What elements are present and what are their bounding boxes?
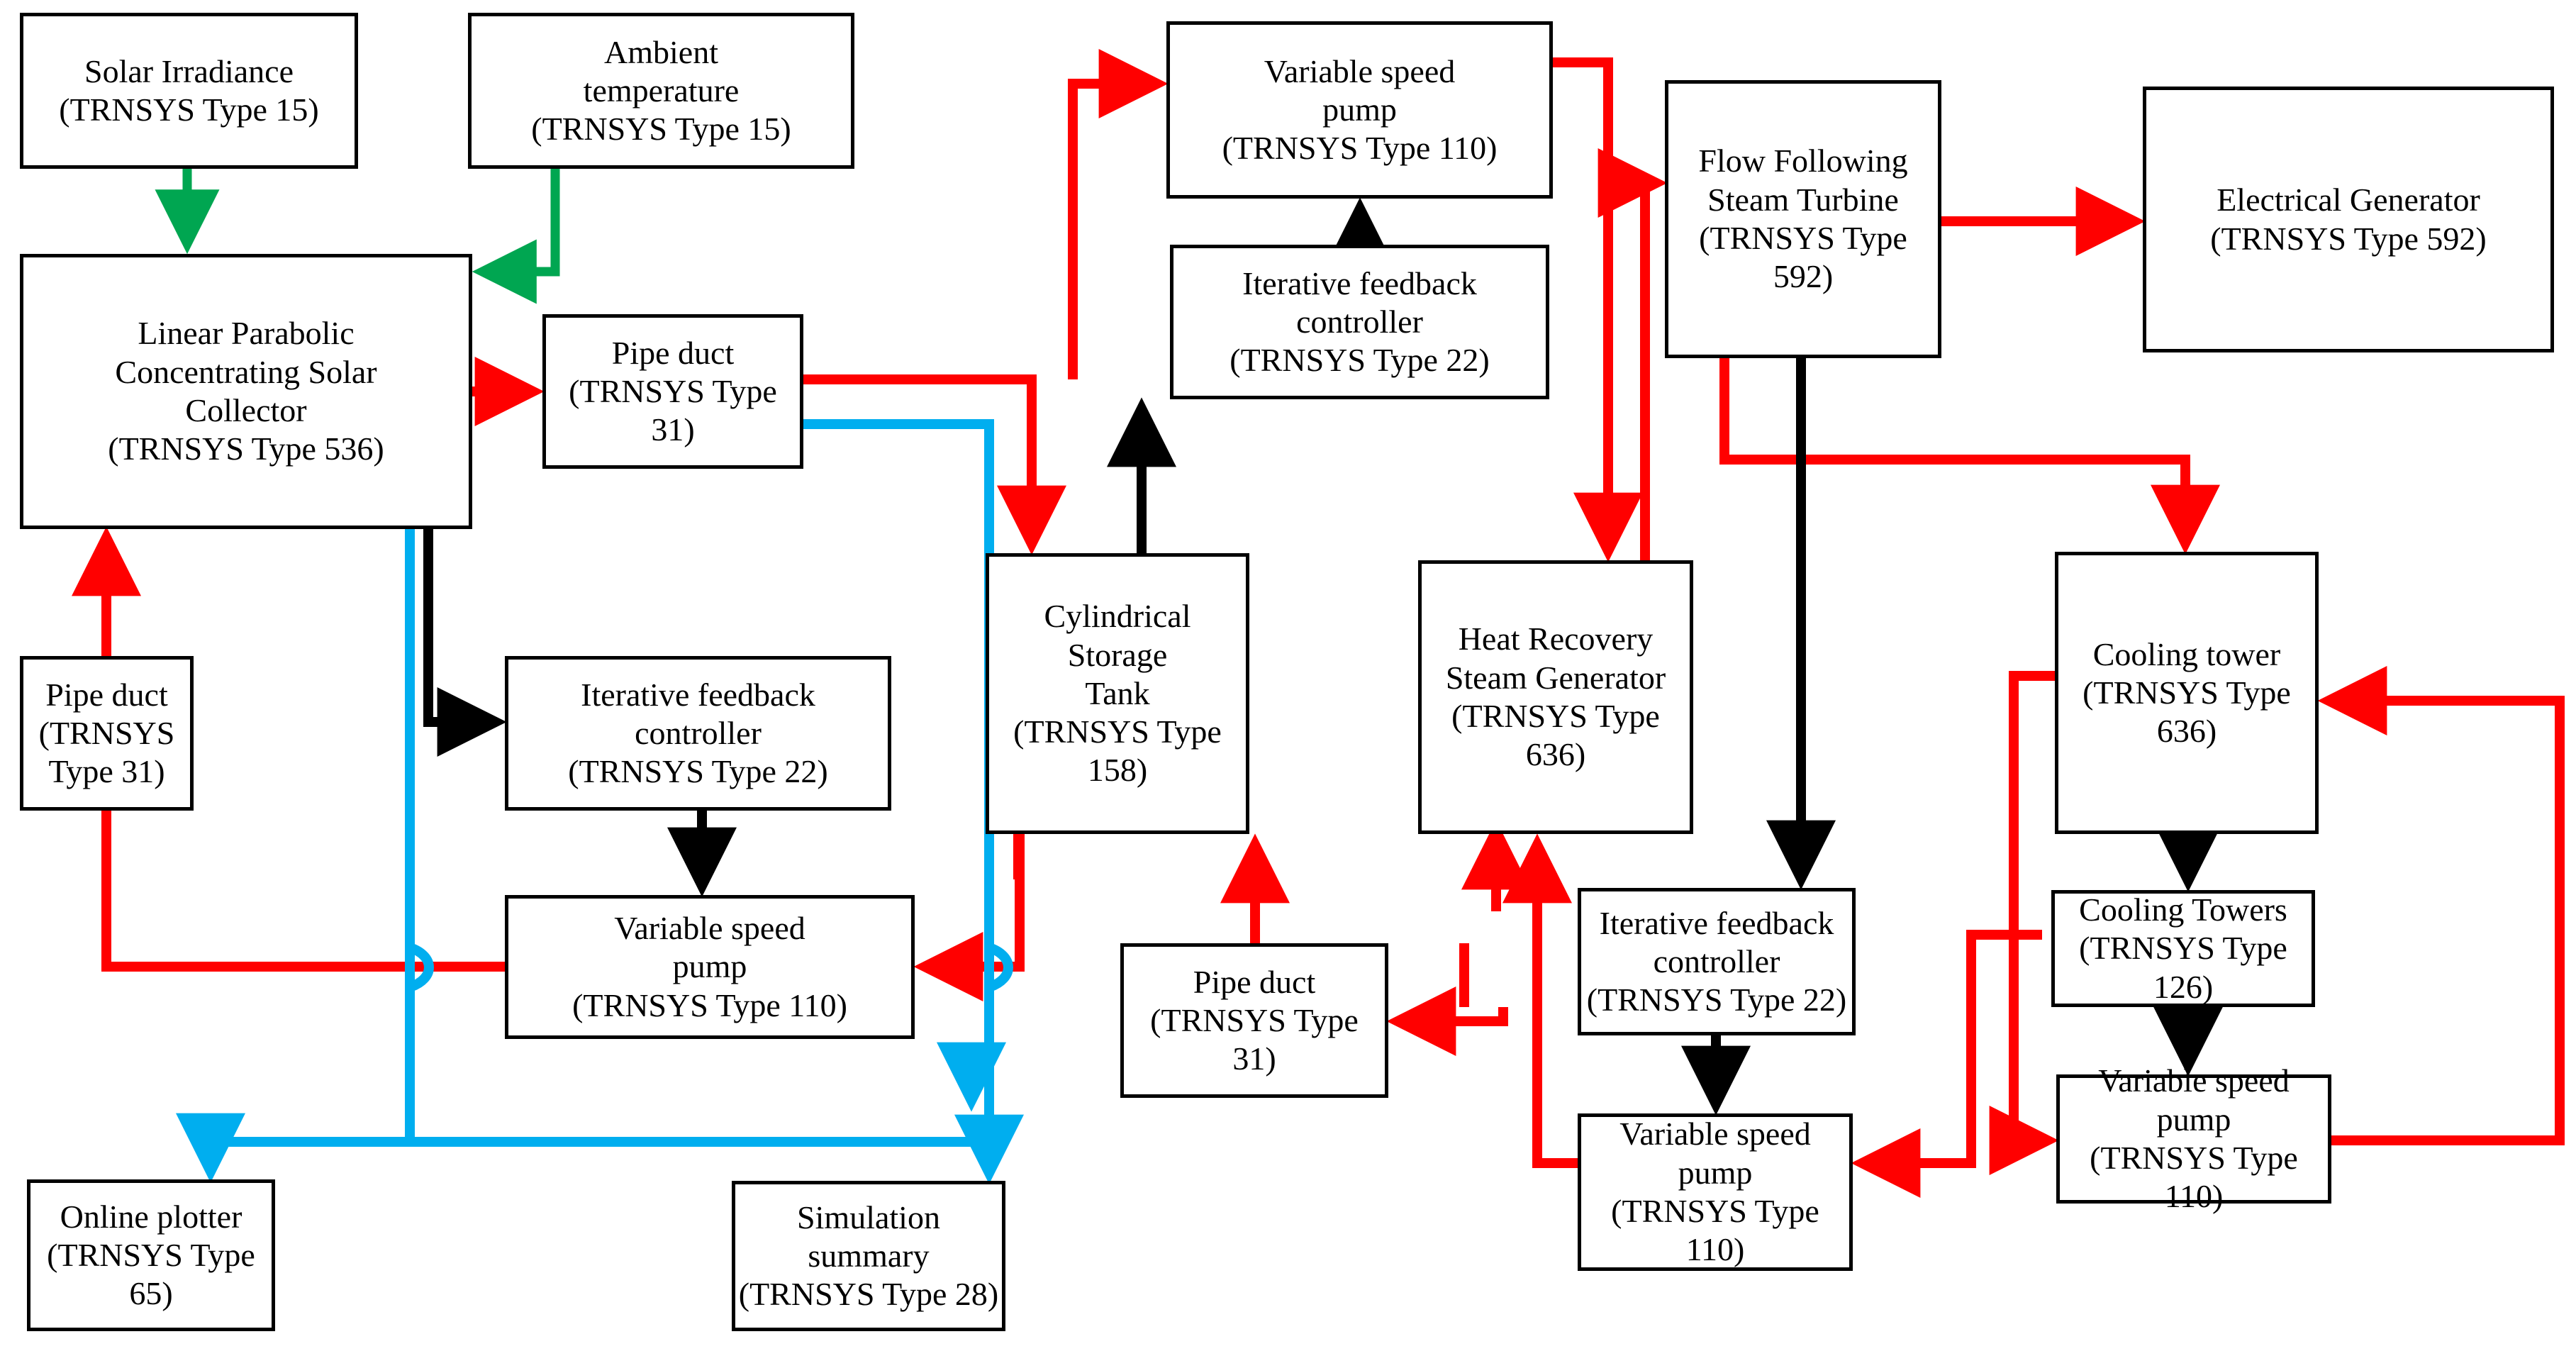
link-hrsg-pump-to-hrsg (1502, 833, 1578, 1168)
node-label-line1: Flow Following (1698, 143, 1908, 179)
node-label-line1b: Steam Generator (1445, 659, 1666, 696)
node-electrical-generator[interactable]: Electrical Generator(TRNSYS Type 592) (2143, 87, 2554, 352)
node-label-line2: (TRNSYS Type 592) (2210, 220, 2487, 257)
link-collector-to-controller (423, 529, 507, 757)
node-label-line2: (TRNSYS Type 15) (531, 111, 791, 148)
node-label-line1: Variable speed (1619, 1116, 1811, 1152)
node-label-line2: (TRNSYS Type 158) (1013, 713, 1222, 789)
link-cooling-pump-to-cooling-tower (2317, 666, 2565, 1145)
node-label-line2: (TRNSYS Type 636) (2082, 674, 2291, 750)
node-pipe-duct-collector-in[interactable]: Pipe duct(TRNSYS Type 31) (20, 656, 194, 811)
node-label-line2: (TRNSYS Type 15) (59, 91, 319, 128)
node-label-line1: Variable speed (1264, 52, 1456, 89)
node-label-line2: (TRNSYS Type 126) (2079, 930, 2287, 1005)
node-label-line1: Cooling Towers (2079, 891, 2287, 928)
node-label-line1b: controller (1653, 943, 1780, 979)
node-label-line1b: pump (2156, 1101, 2231, 1138)
node-label-line1: Cylindrical Storage (1044, 598, 1191, 673)
link-trunk-to-storage-pump (1068, 49, 1169, 379)
node-label-line1b: controller (1296, 303, 1423, 340)
wire-hop-collector-bus (408, 943, 434, 992)
link-pipeduct-in-from-right (1386, 987, 1508, 1056)
node-online-plotter[interactable]: Online plotter(TRNSYS Type 65) (27, 1179, 275, 1331)
node-label-line2: (TRNSYS Type 31) (569, 372, 777, 448)
node-label-line1: Iterative feedback (581, 676, 815, 713)
node-label-line2: (TRNSYS Type 31) (38, 714, 175, 790)
node-label-line2: (TRNSYS Type 22) (1586, 982, 1847, 1018)
node-label-line1b: pump (672, 948, 747, 985)
link-ambient-to-collector (472, 169, 560, 304)
node-label-line1: Cooling tower (2092, 635, 2281, 672)
node-cooling-tower[interactable]: Cooling tower(TRNSYS Type 636) (2055, 552, 2319, 834)
link-pipeduct-to-tank (803, 374, 1066, 555)
node-label-line1: Variable speed (2098, 1062, 2290, 1099)
node-label-line1b: pump (1322, 91, 1397, 128)
node-label-line1: Pipe duct (611, 334, 735, 371)
node-label-line1: Variable speed (614, 910, 805, 947)
link-pipeduct-to-output-bus (803, 419, 994, 1142)
node-label-line1c: Collector (185, 392, 307, 428)
node-label-line1b: Concentrating Solar (115, 353, 377, 390)
node-label-line2: (TRNSYS Type 636) (1451, 698, 1660, 773)
link-hrsg-to-turbine (1598, 148, 1668, 560)
node-label-line1b: temperature (583, 72, 740, 109)
node-simulation-summary[interactable]: Simulation summary(TRNSYS Type 28) (732, 1181, 1005, 1331)
node-label-line1: Heat Recovery (1458, 621, 1654, 657)
node-label-line2: (TRNSYS Type 110) (1611, 1193, 1819, 1268)
node-cooling-towers-126[interactable]: Cooling Towers(TRNSYS Type 126) (2051, 890, 2315, 1007)
node-label-line1: Ambient (604, 33, 718, 70)
node-label-line2: (TRNSYS Type 536) (108, 430, 384, 467)
node-label-line2: (TRNSYS Type 592) (1699, 220, 1907, 295)
wire-hop-tank-bus (987, 943, 1013, 992)
node-label-line1: Online plotter (60, 1198, 242, 1235)
node-label-line2: (TRNSYS Type 22) (1230, 342, 1490, 379)
node-label-line1b: controller (635, 714, 762, 751)
node-label-line1: Pipe duct (1193, 963, 1316, 1000)
node-label-line2: (TRNSYS Type 31) (1150, 1001, 1359, 1077)
link-turbine-to-cooling-tower (1719, 358, 2220, 555)
node-label-line1: Pipe duct (45, 676, 168, 713)
node-label-line2: (TRNSYS Type 22) (568, 753, 828, 790)
node-label-line2: (TRNSYS Type 110) (2090, 1140, 2298, 1215)
node-label-line2: (TRNSYS Type 65) (47, 1236, 255, 1312)
node-label-line1b: Tank (1085, 674, 1150, 711)
node-label-line1: Solar Irradiance (84, 52, 294, 89)
link-cooling-tower-to-cooling-pump (1989, 671, 2059, 1175)
node-label-line2: (TRNSYS Type 28) (738, 1276, 999, 1313)
node-label-line2: (TRNSYS Type 110) (1222, 130, 1498, 167)
node-pipe-duct-collector-out[interactable]: Pipe duct(TRNSYS Type 31) (542, 314, 803, 469)
link-collector-pump-to-pipeduct (101, 811, 505, 972)
node-label-line1b: Steam Turbine (1707, 181, 1899, 218)
node-label-line1: Iterative feedback (1599, 904, 1834, 941)
node-label-line1: Simulation summary (797, 1199, 940, 1274)
node-label-line2: (TRNSYS Type 110) (572, 987, 847, 1023)
node-label-line1: Iterative feedback (1242, 265, 1477, 301)
node-label-line1: Linear Parabolic (138, 315, 355, 352)
link-cooling-branch-to-hrsg-pump (1851, 930, 2042, 1198)
node-solar-irradiance[interactable]: Solar Irradiance(TRNSYS Type 15) (20, 13, 358, 169)
node-pipe-duct-hrsg-in[interactable]: Pipe duct(TRNSYS Type 31) (1120, 943, 1388, 1098)
link-storage-pump-to-hrsg (1553, 57, 1643, 562)
link-tank-to-collector-pump (913, 834, 1025, 1001)
node-label-line1b: pump (1678, 1154, 1753, 1191)
node-label-line1: Electrical Generator (2217, 182, 2480, 218)
